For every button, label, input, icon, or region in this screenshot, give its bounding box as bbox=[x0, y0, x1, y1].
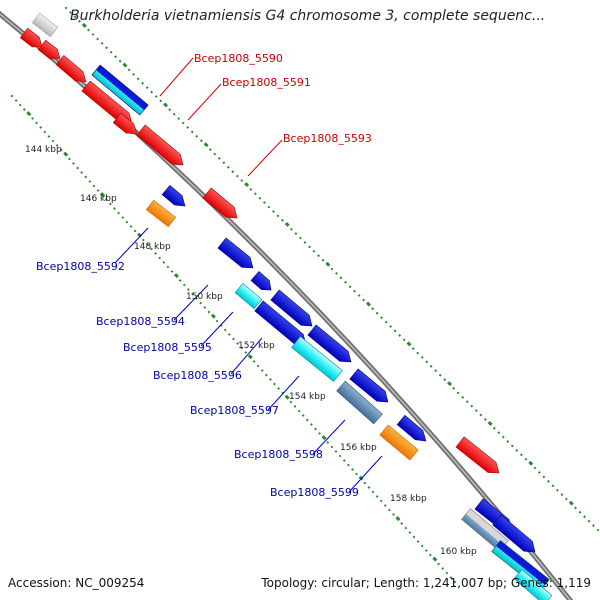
gene-arrow[interactable] bbox=[307, 324, 355, 367]
leader-line bbox=[247, 139, 283, 177]
tick-label: 154 kbp bbox=[289, 392, 326, 402]
tick-label: 156 kbp bbox=[340, 443, 377, 453]
gene-label[interactable]: Bcep1808_5599 bbox=[270, 486, 359, 499]
tick-label: 146 kbp bbox=[80, 194, 117, 204]
leader-line bbox=[159, 57, 194, 97]
leader-line bbox=[114, 227, 149, 264]
gene-arrow[interactable] bbox=[270, 289, 316, 331]
gene-arrow[interactable] bbox=[379, 424, 419, 461]
tick-label: 152 kbp bbox=[238, 341, 275, 351]
gene-arrow[interactable] bbox=[112, 112, 140, 138]
gene-label[interactable]: Bcep1808_5595 bbox=[123, 341, 212, 354]
tick-label: 158 kbp bbox=[390, 494, 427, 504]
gene-arrow[interactable] bbox=[55, 54, 90, 86]
gene-arrow[interactable] bbox=[136, 124, 187, 170]
accession-label: Accession: NC_009254 bbox=[8, 576, 145, 590]
tick-label: 144 kbp bbox=[25, 145, 62, 155]
gene-arrow[interactable] bbox=[492, 514, 539, 557]
gc-content-track bbox=[10, 6, 600, 584]
gene-arrow[interactable] bbox=[291, 336, 343, 382]
gene-arrow[interactable] bbox=[396, 414, 430, 445]
gene-arrow[interactable] bbox=[202, 187, 241, 223]
tick-labels: 144 kbp 146 kbp 148 kbp 150 kbp 152 kbp … bbox=[25, 145, 477, 557]
gene-label[interactable]: Bcep1808_5592 bbox=[36, 260, 125, 273]
gene-arrow[interactable] bbox=[91, 64, 149, 116]
leader-line bbox=[173, 284, 209, 321]
tick-label: 148 kbp bbox=[134, 242, 171, 252]
leader-line bbox=[230, 337, 263, 375]
gene-label[interactable]: Bcep1808_5593 bbox=[283, 132, 372, 145]
label-leader-lines bbox=[114, 57, 383, 493]
gene-labels-reverse: Bcep1808_5592 Bcep1808_5594 Bcep1808_559… bbox=[36, 260, 359, 499]
gene-arrow[interactable] bbox=[37, 39, 63, 63]
gene-label[interactable]: Bcep1808_5596 bbox=[153, 369, 242, 382]
map-summary: Topology: circular; Length: 1,241,007 bp… bbox=[261, 576, 591, 590]
gene-arrow[interactable] bbox=[234, 282, 263, 309]
gene-arrow[interactable] bbox=[217, 237, 257, 273]
gene-label[interactable]: Bcep1808_5594 bbox=[96, 315, 185, 328]
gene-arrow[interactable] bbox=[455, 436, 503, 478]
gene-arrow[interactable] bbox=[349, 368, 392, 407]
gene-label[interactable]: Bcep1808_5597 bbox=[190, 404, 279, 417]
gene-labels-forward: Bcep1808_5590 Bcep1808_5591 Bcep1808_559… bbox=[194, 52, 372, 145]
gene-arrow[interactable] bbox=[19, 27, 45, 51]
gene-arrow[interactable] bbox=[336, 380, 383, 425]
gene-features bbox=[19, 12, 553, 600]
leader-line bbox=[200, 311, 234, 347]
tick-label: 150 kbp bbox=[186, 292, 223, 302]
gene-label[interactable]: Bcep1808_5591 bbox=[222, 76, 311, 89]
gene-arrow[interactable] bbox=[161, 184, 189, 210]
gene-label[interactable]: Bcep1808_5590 bbox=[194, 52, 283, 65]
gene-arrow[interactable] bbox=[145, 199, 177, 228]
leader-line bbox=[312, 419, 346, 455]
gene-arrow[interactable] bbox=[31, 12, 59, 38]
tick-label: 160 kbp bbox=[440, 547, 477, 557]
leader-line bbox=[267, 375, 300, 411]
gene-label[interactable]: Bcep1808_5598 bbox=[234, 448, 323, 461]
leader-line bbox=[348, 455, 383, 493]
leader-line bbox=[187, 83, 222, 121]
map-title: Burkholderia vietnamiensis G4 chromosome… bbox=[70, 8, 546, 24]
gene-arrow[interactable] bbox=[250, 271, 275, 294]
gene-arrow[interactable] bbox=[513, 569, 553, 600]
